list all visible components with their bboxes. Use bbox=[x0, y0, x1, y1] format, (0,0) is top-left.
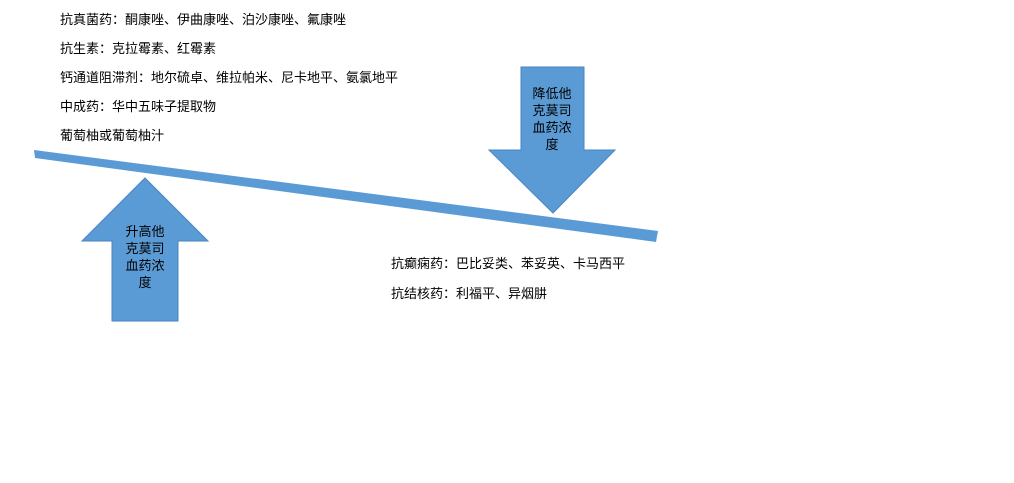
up-arrow-label-line: 度 bbox=[138, 276, 152, 291]
up-arrow bbox=[80, 177, 210, 322]
down-arrow-label-line: 度 bbox=[545, 138, 559, 153]
increase-factor-antibiotic: 抗生素：克拉霉素、红霉素 bbox=[60, 42, 217, 57]
up-arrow-label-line: 克莫司 bbox=[125, 242, 165, 257]
decrease-factor-antiepileptic: 抗癫痫药：巴比妥类、苯妥英、卡马西平 bbox=[391, 257, 626, 272]
decrease-factor-antituberculosis: 抗结核药：利福平、异烟肼 bbox=[391, 287, 548, 302]
increase-factor-tcm: 中成药：华中五味子提取物 bbox=[60, 100, 217, 115]
down-arrow bbox=[487, 66, 617, 214]
increase-factor-antifungal: 抗真菌药：酮康唑、伊曲康唑、泊沙康唑、氟康唑 bbox=[60, 13, 347, 28]
down-arrow-label-line: 克莫司 bbox=[532, 104, 572, 119]
increase-factor-grapefruit: 葡萄柚或葡萄柚汁 bbox=[60, 129, 165, 144]
up-arrow-label-line: 血药浓 bbox=[125, 259, 165, 274]
seesaw-beam bbox=[34, 150, 658, 242]
increase-factor-ccb: 钙通道阻滞剂：地尔硫卓、维拉帕米、尼卡地平、氨氯地平 bbox=[60, 71, 399, 86]
up-arrow-label-line: 升高他 bbox=[125, 225, 165, 240]
down-arrow-label-line: 降低他 bbox=[532, 87, 572, 102]
up-arrow-label: 升高他 克莫司 血药浓 度 bbox=[115, 224, 175, 292]
down-arrow-label: 降低他 克莫司 血药浓 度 bbox=[522, 86, 582, 154]
down-arrow-label-line: 血药浓 bbox=[532, 121, 572, 136]
